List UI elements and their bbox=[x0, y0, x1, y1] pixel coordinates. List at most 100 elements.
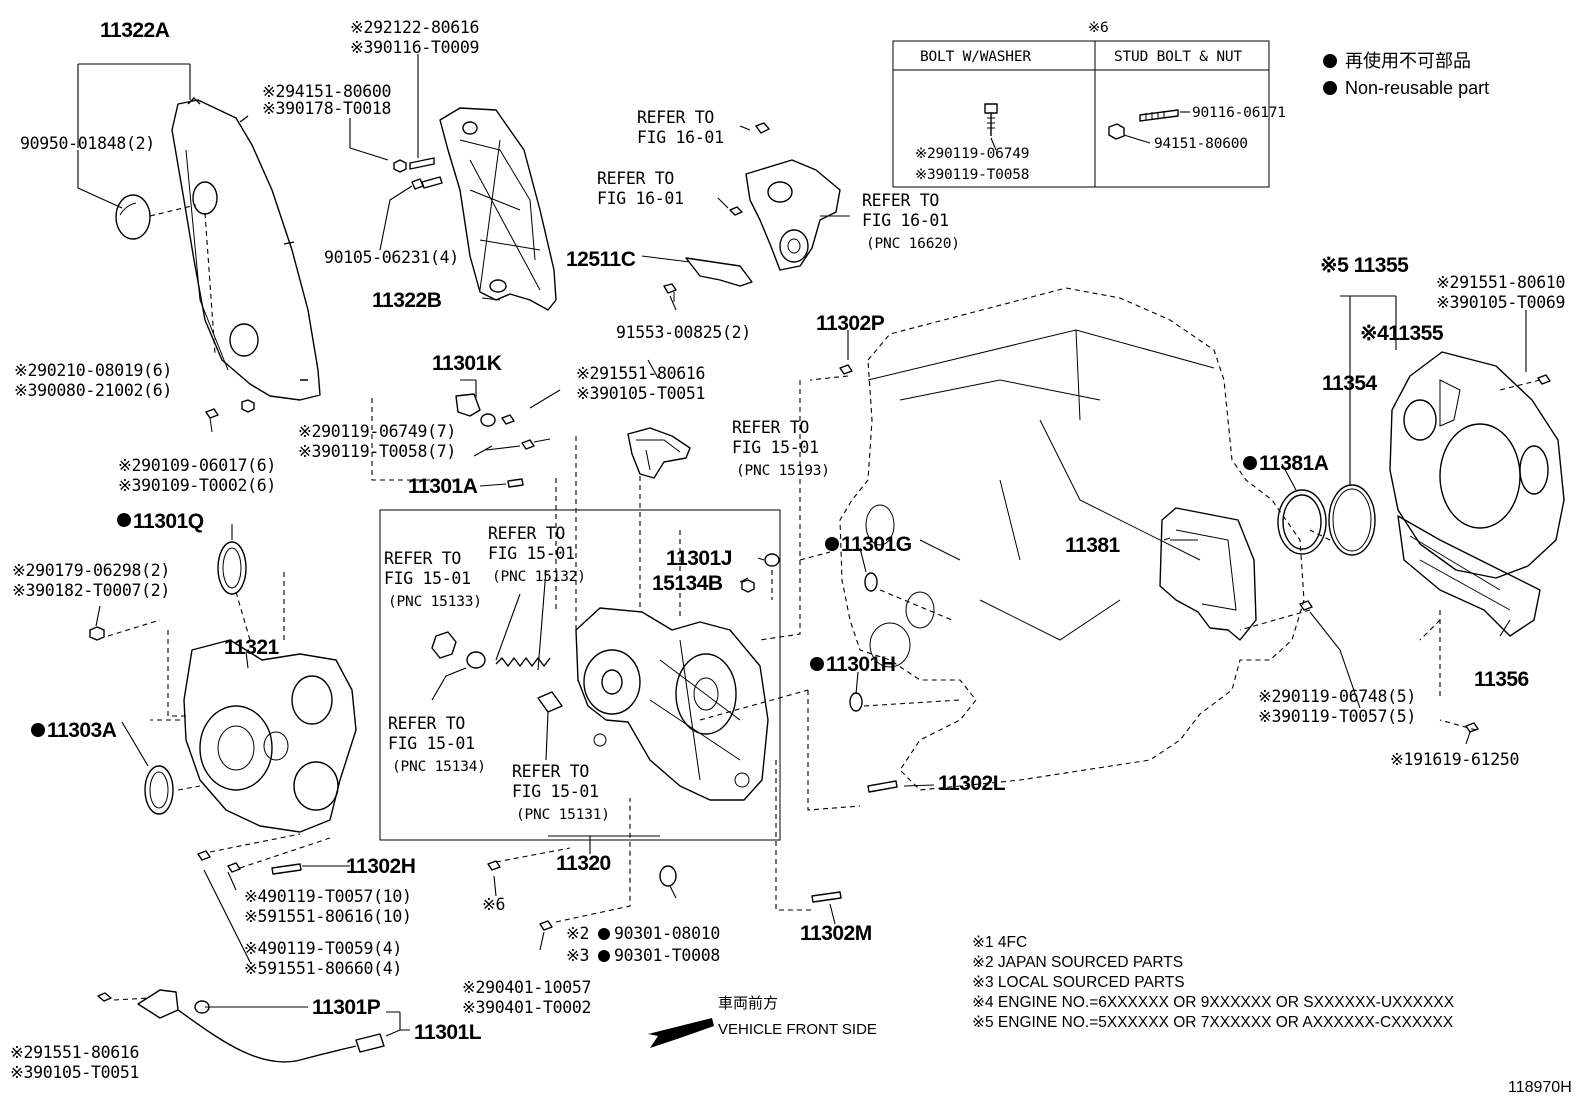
label-91551-4: ※591551-80660(4) bbox=[244, 959, 402, 978]
legend-header-bolt: BOLT W/WASHER bbox=[920, 49, 1031, 65]
legend-title: ※6 bbox=[1088, 20, 1108, 36]
legend-bolt-pn-local: ※390119-T0058 bbox=[915, 167, 1029, 183]
refer-fig15-01-15132-fig: FIG 15-01 bbox=[488, 544, 575, 563]
label-91551b: ※291551-80610 bbox=[1436, 273, 1565, 292]
label-11301Q: 11301Q bbox=[133, 510, 204, 533]
bolt-icon bbox=[487, 860, 501, 871]
label-90105c: ※390105-T0051 bbox=[10, 1063, 139, 1082]
label-90179: ※290179-06298(2) bbox=[12, 561, 170, 580]
label-11320: 11320 bbox=[556, 852, 611, 875]
bolt-icon bbox=[411, 176, 443, 190]
crank-position-sensor-upper bbox=[455, 393, 496, 427]
label-90109a: ※290109-06017(6) bbox=[118, 456, 276, 475]
cylinder-block bbox=[839, 287, 1305, 791]
refer-fig15-01-15133: REFER TO bbox=[384, 549, 461, 568]
refer-fig16-01-right-pnc: (PNC 16620) bbox=[866, 236, 960, 252]
label-90105-4: 90105-06231(4) bbox=[324, 248, 459, 267]
plug-gasket bbox=[115, 194, 151, 240]
refer-fig15-01-15131-pnc: (PNC 15131) bbox=[516, 807, 610, 823]
bolt-icon bbox=[501, 414, 515, 425]
refer-fig15-01-15134-pnc: (PNC 15134) bbox=[392, 759, 486, 775]
bolt-icon bbox=[205, 408, 219, 433]
bolt-icon bbox=[1465, 722, 1479, 733]
rear-oil-seal bbox=[1277, 489, 1327, 555]
nut-icon bbox=[1108, 123, 1125, 140]
stud-bolt-icon bbox=[271, 863, 302, 875]
label-11356: 11356 bbox=[1474, 668, 1529, 691]
engine-rear-plate-gasket bbox=[1328, 484, 1376, 556]
label-90301a: 90301-08010 bbox=[614, 924, 720, 943]
refer-fig15-01-15131-fig: FIG 15-01 bbox=[512, 782, 599, 801]
label-91619: ※191619-61250 bbox=[1390, 750, 1519, 769]
non-reusable-jp: 再使用不可部品 bbox=[1345, 51, 1471, 71]
label-12511C: 12511C bbox=[566, 248, 636, 271]
refer-fig16-01-right: REFER TO bbox=[862, 191, 939, 210]
label-91551c: ※291551-80616 bbox=[10, 1043, 139, 1062]
relief-valve-gasket bbox=[466, 651, 486, 669]
oil-seal-retainer bbox=[1159, 507, 1257, 641]
stud-bolt-icon bbox=[867, 780, 898, 793]
timing-chain-cover bbox=[575, 607, 769, 801]
refer-fig15-01-15133-pnc: (PNC 15133) bbox=[388, 594, 482, 610]
label-11322A: 11322A bbox=[100, 19, 170, 42]
label-94151: ※294151-80600 bbox=[262, 82, 391, 101]
bolt-icon bbox=[755, 122, 770, 134]
label-11303A: 11303A bbox=[47, 719, 117, 742]
stud-bolt-icon bbox=[811, 891, 842, 903]
o-ring-icon bbox=[659, 865, 677, 887]
label-11301G: 11301G bbox=[841, 533, 912, 556]
dashed-guides bbox=[107, 375, 1541, 1001]
label-11354: 11354 bbox=[1322, 372, 1378, 395]
oil-seal-crankshaft bbox=[144, 765, 174, 815]
label-90119-5a: ※290119-06748(5) bbox=[1258, 687, 1416, 706]
label-90105a: ※390105-T0051 bbox=[576, 384, 705, 403]
timing-belt-cover-plate bbox=[439, 107, 557, 311]
o-ring-icon bbox=[864, 572, 878, 592]
leader-lines bbox=[77, 54, 1527, 1037]
engine-hanger bbox=[685, 257, 753, 287]
label-90119-5b: ※390119-T0057(5) bbox=[1258, 707, 1416, 726]
refer-fig16-01-top: REFER TO bbox=[637, 108, 714, 127]
footnote-3: ※3 LOCAL SOURCED PARTS bbox=[972, 974, 1185, 991]
plug-icon bbox=[741, 579, 755, 593]
stud-bolt-icon bbox=[1139, 109, 1179, 122]
label-90105b: ※390105-T0069 bbox=[1436, 293, 1565, 312]
footnote-2: ※2 JAPAN SOURCED PARTS bbox=[972, 954, 1183, 971]
refer-fig15-01-15193-fig: FIG 15-01 bbox=[732, 438, 819, 457]
relief-valve-spring bbox=[495, 657, 551, 667]
label-90401a: ※290401-10057 bbox=[462, 978, 591, 997]
label-11301P: 11301P bbox=[312, 996, 381, 1019]
label-90301a-mark: ※2 bbox=[566, 924, 589, 943]
crankshaft-position-sensor bbox=[97, 989, 385, 1063]
non-reusable-dot-icon bbox=[598, 928, 610, 940]
refer-fig15-01-15132: REFER TO bbox=[488, 524, 565, 543]
label-11302H: 11302H bbox=[346, 855, 415, 878]
legend-nut-pn: 94151-80600 bbox=[1154, 136, 1248, 152]
non-reusable-dot-icon bbox=[1323, 81, 1337, 95]
refer-fig16-01-mid: REFER TO bbox=[597, 169, 674, 188]
oil-pump-detail-box bbox=[379, 509, 781, 841]
legend-table: ※6 BOLT W/WASHER STUD BOLT & NUT ※290119… bbox=[892, 20, 1489, 188]
non-reusable-dot-icon bbox=[1243, 456, 1257, 470]
label-11301J: 11301J bbox=[666, 547, 732, 570]
timing-gear-case bbox=[183, 639, 357, 833]
bolt-icon bbox=[227, 862, 241, 873]
non-reusable-dot-icon bbox=[825, 537, 839, 551]
label-90080: ※390080-21002(6) bbox=[14, 381, 172, 400]
label-90950: 90950-01848(2) bbox=[20, 134, 155, 153]
bolt-icon bbox=[521, 438, 551, 450]
label-90109b: ※390109-T0002(6) bbox=[118, 476, 276, 495]
legend-stud-pn: 90116-06171 bbox=[1192, 105, 1286, 121]
label-11301A: 11301A bbox=[408, 475, 478, 498]
label-11355-4: ※411355 bbox=[1360, 322, 1444, 345]
label-90119-7b: ※390119-T0058(7) bbox=[298, 442, 456, 461]
label-90210: ※290210-08019(6) bbox=[14, 361, 172, 380]
footnote-1: ※1 4FC bbox=[972, 934, 1027, 951]
label-11302P: 11302P bbox=[816, 312, 885, 335]
oil-seal-front bbox=[217, 541, 247, 595]
label-90119-4: ※490119-T0059(4) bbox=[244, 939, 402, 958]
plug-icon bbox=[764, 553, 780, 567]
label-11301H: 11301H bbox=[826, 653, 895, 676]
label-11302L: 11302L bbox=[938, 772, 1006, 795]
